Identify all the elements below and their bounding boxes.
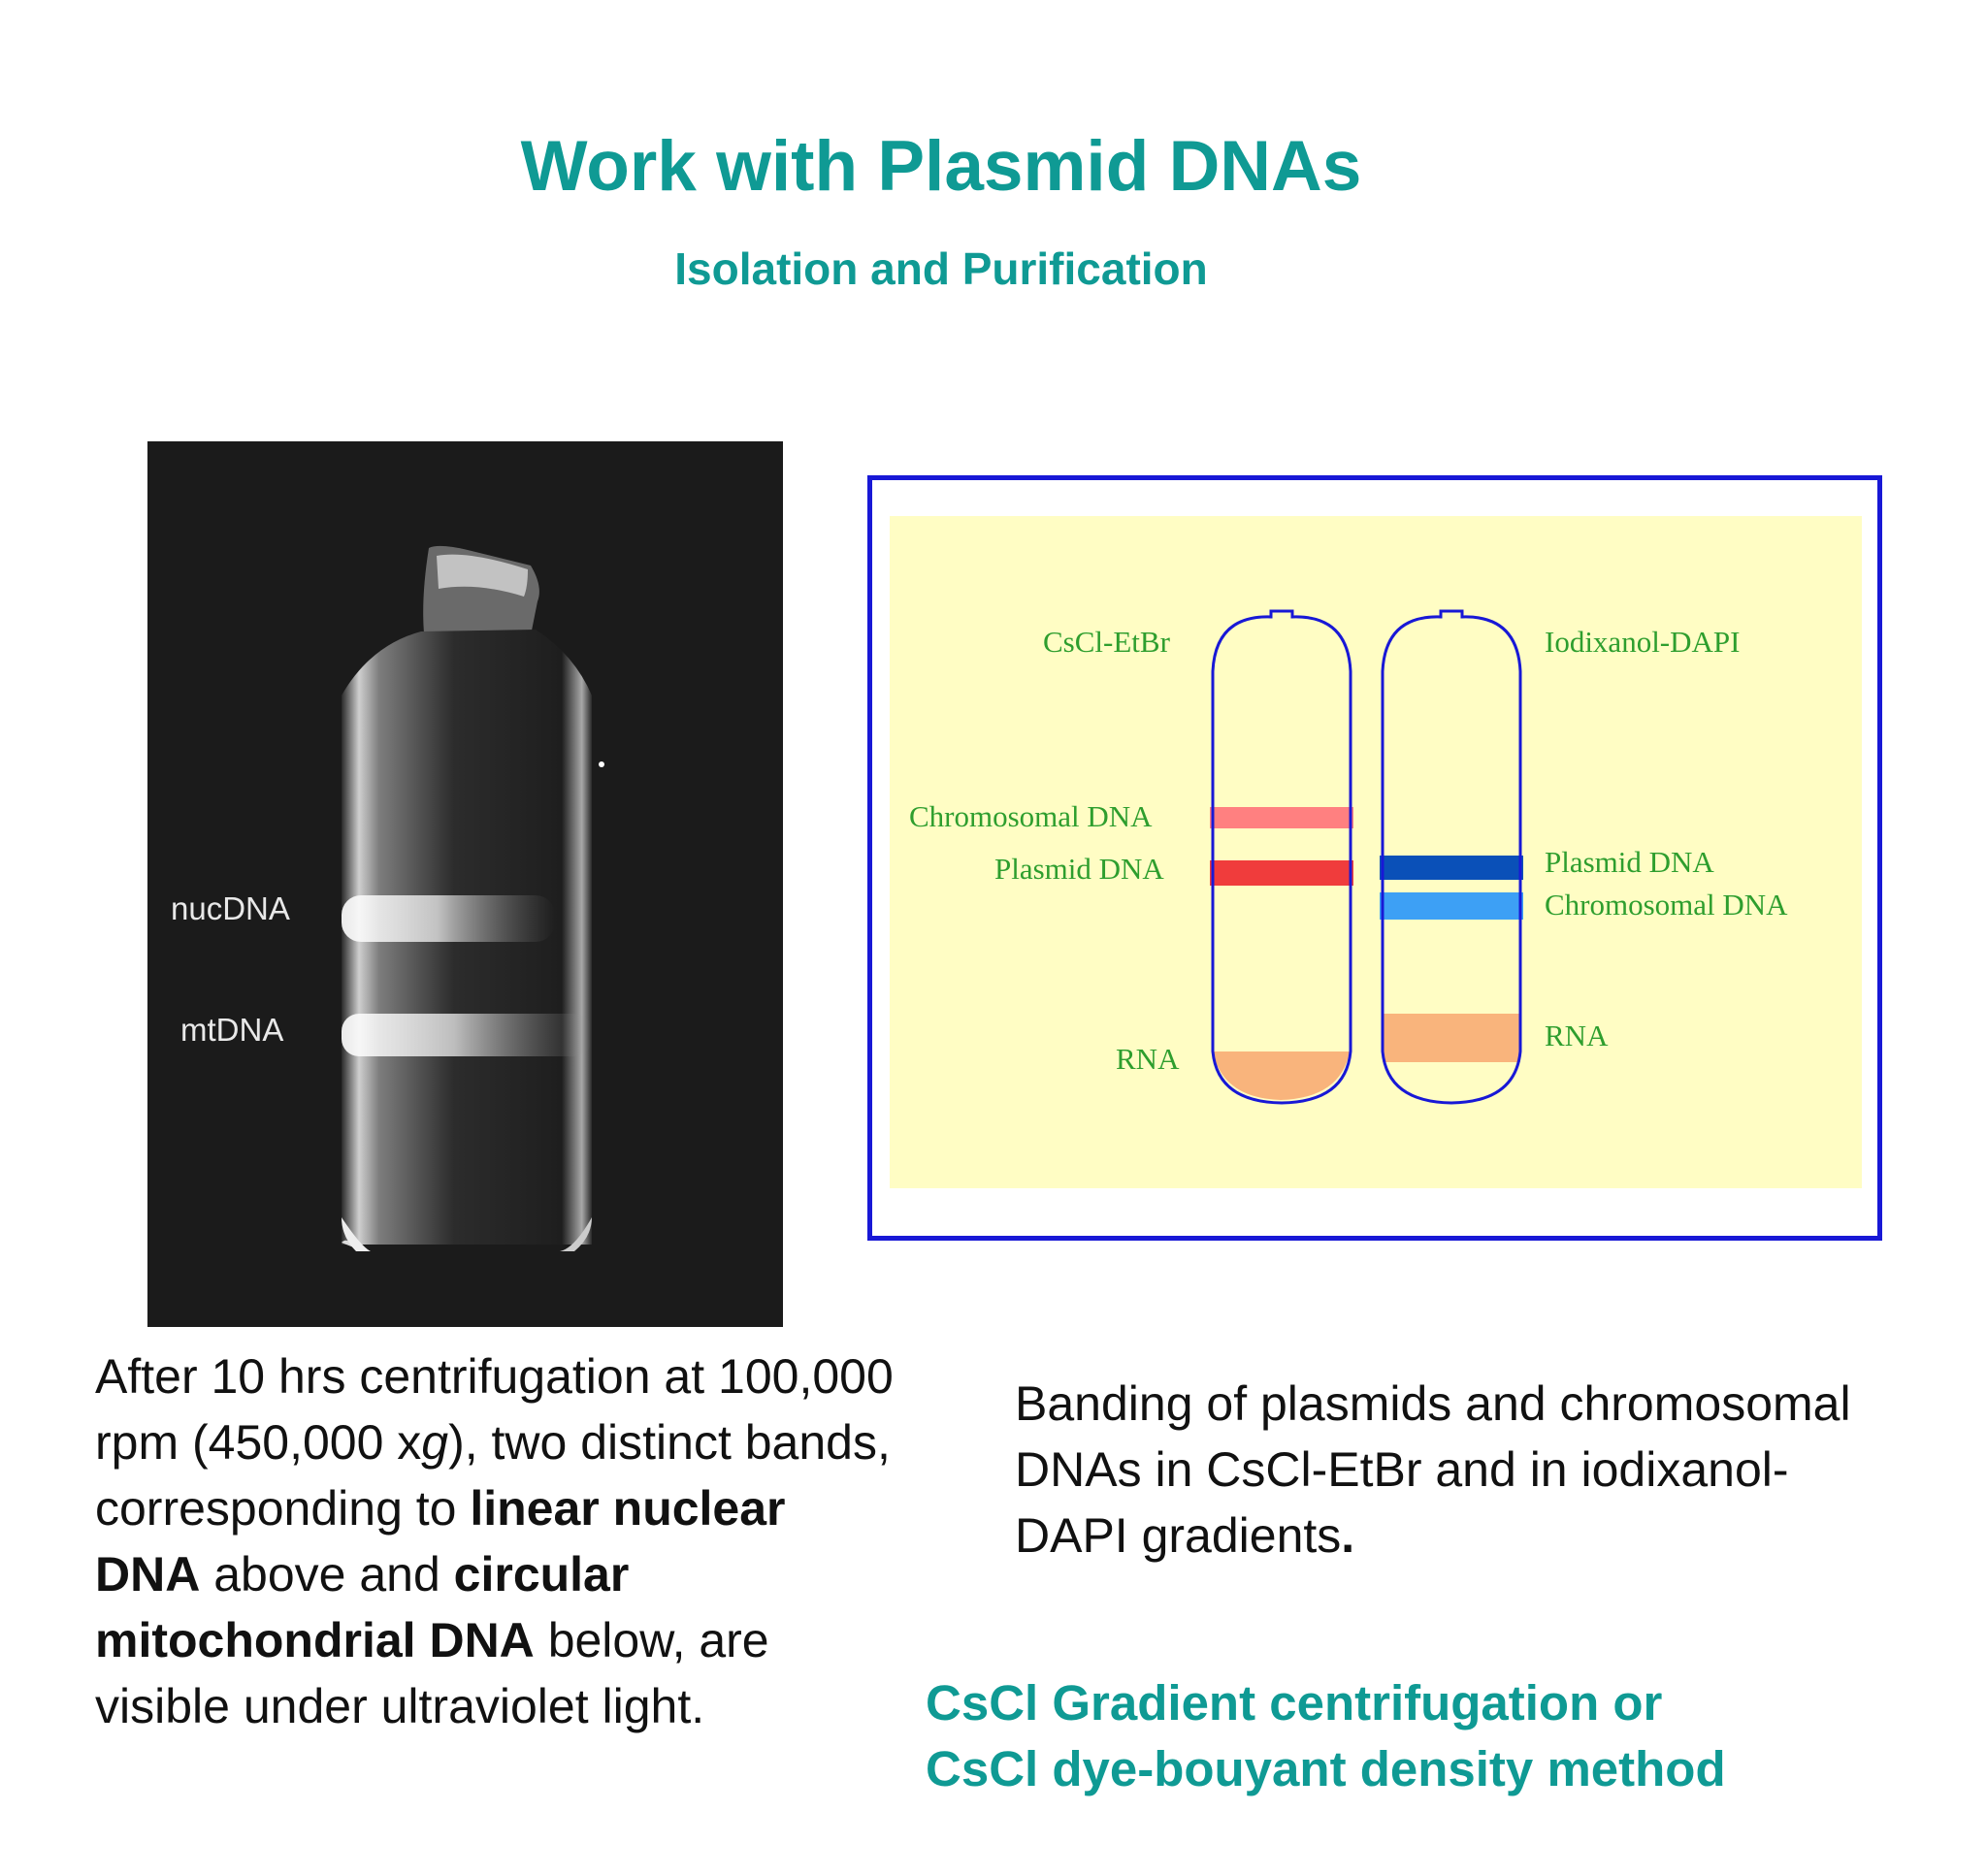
caption-text-1: After 10 hrs centrifugation at 100,000 r… [95,1349,894,1470]
caption-italic-g: g [421,1415,449,1470]
slide-subtitle: Isolation and Purification [674,243,1208,294]
method-line-1: CsCl Gradient centrifugation or [926,1675,1663,1730]
method-line-2: CsCl dye-bouyant density method [926,1741,1726,1796]
tube-drawings [1210,609,1523,1105]
left-label-plasmid: Plasmid DNA [994,852,1164,886]
diagram-caption: Banding of plasmids and chromosomal DNAs… [1015,1371,1888,1569]
left-label-chromosomal: Chromosomal DNA [909,799,1153,833]
right-label-plasmid: Plasmid DNA [1545,845,1714,879]
nucdna-label: nucDNA [171,890,290,926]
caption-text-2: ), two distinct bands, corresponding to [95,1415,891,1536]
left-label-rna: RNA [1116,1042,1180,1076]
right-tube [1381,609,1522,1105]
method-heading: CsCl Gradient centrifugation or CsCl dye… [926,1670,1944,1802]
caption-bold-linear: linear nuclear DNA [95,1481,786,1601]
gradient-diagram: CsCl-EtBr Chromosomal DNA Plasmid DNA RN… [867,475,1882,1241]
right-label-chromosomal: Chromosomal DNA [1545,888,1788,922]
right-rna-band [1383,1014,1520,1062]
left-plasmid-band [1210,860,1353,886]
diagram-caption-text: Banding of plasmids and chromosomal DNAs… [1015,1376,1851,1563]
slide-title: Work with Plasmid DNAs [520,127,1362,206]
left-chromosomal-band [1210,807,1353,828]
right-label-rna: RNA [1545,1019,1609,1052]
caption-bold-circular: circular mitochondrial DNA [95,1547,630,1667]
caption-text-4: below, are visible under ultraviolet lig… [95,1613,769,1733]
right-chromosomal-band [1380,892,1523,920]
diagram-background: CsCl-EtBr Chromosomal DNA Plasmid DNA RN… [890,516,1862,1188]
left-tube [1211,609,1352,1105]
caption-text-3: above and [200,1547,454,1601]
tube-photo-image [147,441,783,1327]
diagram-caption-period: . [1341,1508,1355,1563]
right-plasmid-band [1380,856,1523,880]
mtdna-label: mtDNA [180,1012,284,1048]
centrifuge-tube-photo: nucDNA mtDNA [147,441,783,1327]
right-tube-title: Iodixanol-DAPI [1545,625,1741,659]
photo-caption: After 10 hrs centrifugation at 100,000 r… [95,1343,900,1739]
left-tube-title: CsCl-EtBr [1043,625,1170,659]
left-rna-band [1213,1051,1350,1100]
